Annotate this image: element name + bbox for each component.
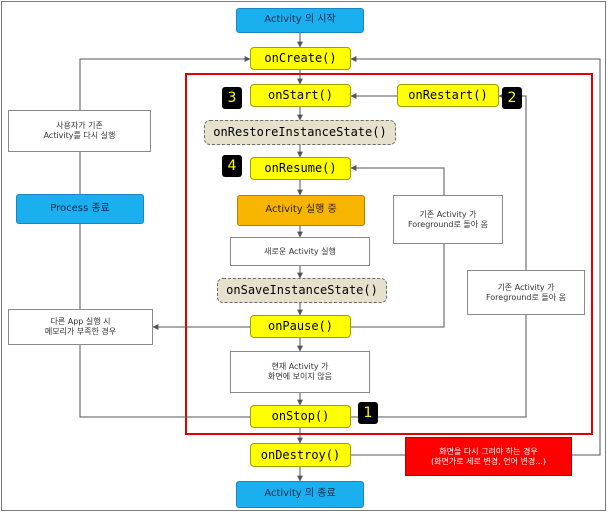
process-killed-node: Process 종료 [16,194,144,224]
line-onstop-to-lowmemory [79,345,250,418]
onstop-node: onStop() [250,405,351,428]
restart-cycle-frame [185,73,593,435]
config-change-note: 화면을 다시 그려야 하는 경우 (화면가로 세로 변경, 언어 변경...) [405,437,572,476]
activity-running-node: Activity 실행 중 [237,195,365,226]
activity-end-node: Activity 의 종료 [236,481,364,508]
activity-start-node: Activity 의 시작 [236,8,364,33]
onrestart-node: onRestart() [397,84,499,107]
activity-not-visible-note: 현재 Activity 가 화면에 보이지 않음 [230,351,370,393]
onsaveinstancestate-node: onSaveInstanceState() [217,278,387,303]
onstart-node: onStart() [250,84,351,107]
badge-onstop: 1 [358,402,378,424]
foreground-return-note-stop: 기존 Activity 가 Foreground로 돌아 옴 [467,270,585,315]
badge-onrestart: 2 [502,87,522,109]
new-activity-launch-note: 새로운 Activity 실행 [230,237,370,266]
arrow-onpause-to-onresume [350,165,445,328]
foreground-return-note-pause: 기존 Activity 가 Foreground로 돌아 옴 [393,195,503,244]
arrow-relaunch-to-oncreate [79,56,251,110]
low-memory-note: 다른 App 실행 시 메모리가 부족한 경우 [8,309,153,345]
badge-onresume: 4 [222,155,242,177]
user-relaunch-note: 사용자가 기존 Activity를 다시 실행 [8,110,151,152]
onresume-node: onResume() [250,157,351,180]
badge-onstart: 3 [222,87,242,109]
arrow-configchange-to-oncreate [350,56,601,456]
ondestroy-node: onDestroy() [250,443,351,467]
onpause-node: onPause() [250,315,351,338]
onrestoreinstancestate-node: onRestoreInstanceState() [204,120,396,145]
oncreate-node: onCreate() [250,47,351,70]
